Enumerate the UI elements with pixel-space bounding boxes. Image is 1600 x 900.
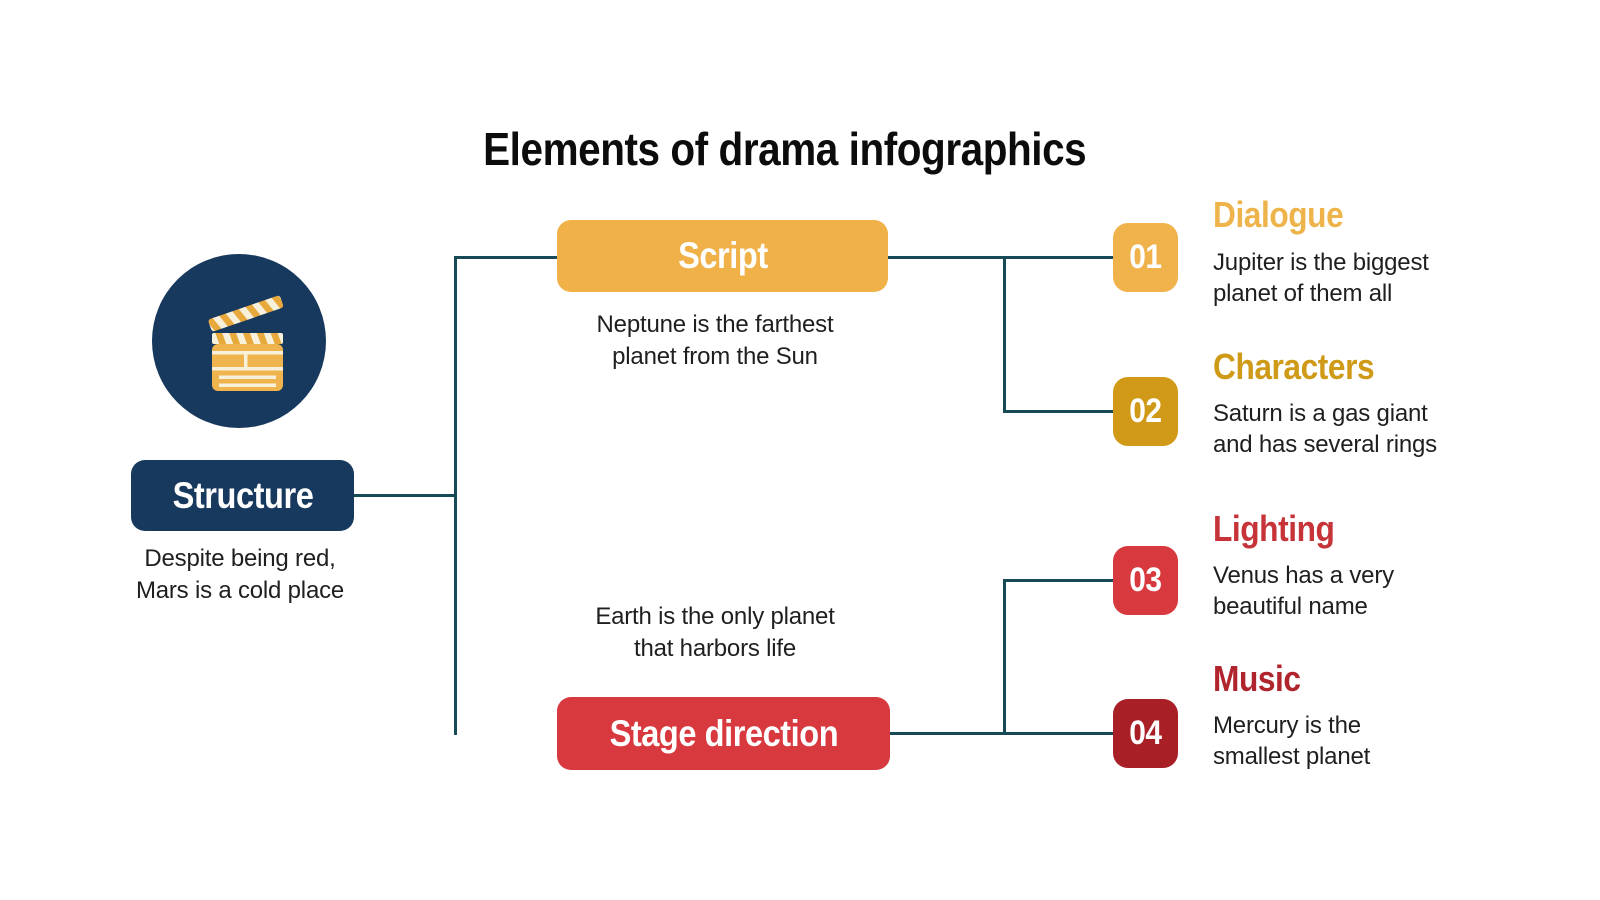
body-dialogue-line2: planet of them all xyxy=(1213,280,1393,307)
node-stage-direction: Stage direction xyxy=(557,697,890,770)
structure-description-line2: Mars is a cold place xyxy=(135,577,345,604)
heading-dialogue: Dialogue xyxy=(1213,193,1361,237)
stage-direction-description: Earth is the only planet that harbors li… xyxy=(545,601,885,665)
body-lighting-line2: beautiful name xyxy=(1213,593,1368,620)
body-characters-line2: and has several rings xyxy=(1213,431,1437,458)
body-lighting: Venus has a very beautiful name xyxy=(1213,560,1394,622)
body-dialogue: Jupiter is the biggest planet of them al… xyxy=(1213,247,1429,309)
body-music: Mercury is the smallest planet xyxy=(1213,710,1370,772)
node-structure-label: Structure xyxy=(172,474,313,516)
badge-03: 03 xyxy=(1113,546,1178,615)
page-title-text: Elements of drama infographics xyxy=(483,122,1087,175)
connector-top-branch-line xyxy=(1003,256,1006,413)
node-structure: Structure xyxy=(131,460,354,531)
body-music-line2: smallest planet xyxy=(1213,743,1371,770)
stage-direction-description-line2: that harbors life xyxy=(633,635,797,662)
badge-01-number: 01 xyxy=(1129,238,1162,276)
page-title: Elements of drama infographics xyxy=(0,121,1570,177)
connector-to-02-line xyxy=(1003,410,1118,413)
heading-characters: Characters xyxy=(1213,345,1396,389)
stage-direction-description-line1: Earth is the only planet xyxy=(595,603,835,630)
badge-01: 01 xyxy=(1113,223,1178,292)
script-description: Neptune is the farthest planet from the … xyxy=(545,309,885,373)
connector-to-03-line xyxy=(1003,579,1118,582)
body-lighting-line1: Venus has a very xyxy=(1213,562,1394,589)
heading-music: Music xyxy=(1213,657,1313,701)
heading-lighting: Lighting xyxy=(1213,507,1351,551)
heading-lighting-text: Lighting xyxy=(1213,508,1335,549)
connector-script-left-line xyxy=(454,256,560,259)
badge-02-number: 02 xyxy=(1129,392,1162,430)
heading-characters-text: Characters xyxy=(1213,346,1375,387)
body-characters-line1: Saturn is a gas giant xyxy=(1213,400,1428,427)
script-description-line1: Neptune is the farthest xyxy=(596,311,834,338)
node-script-label: Script xyxy=(677,235,768,276)
clapperboard-icon xyxy=(152,254,326,428)
badge-04-number: 04 xyxy=(1129,714,1162,752)
body-characters: Saturn is a gas giant and has several ri… xyxy=(1213,398,1437,460)
connector-bottom-branch-line xyxy=(1003,579,1006,735)
script-description-line2: planet from the Sun xyxy=(612,343,818,370)
node-script: Script xyxy=(557,220,888,292)
heading-music-text: Music xyxy=(1213,658,1301,699)
node-stage-direction-label: Stage direction xyxy=(609,712,838,754)
badge-02: 02 xyxy=(1113,377,1178,446)
body-dialogue-line1: Jupiter is the biggest xyxy=(1213,249,1429,276)
body-music-line1: Mercury is the xyxy=(1213,712,1361,739)
badge-04: 04 xyxy=(1113,699,1178,768)
heading-dialogue-text: Dialogue xyxy=(1213,194,1344,235)
connector-trunk-line xyxy=(454,256,457,735)
structure-description: Despite being red, Mars is a cold place xyxy=(100,543,380,607)
connector-structure-line xyxy=(352,494,456,497)
badge-03-number: 03 xyxy=(1129,561,1162,599)
connector-script-to-01-line xyxy=(887,256,1118,259)
structure-description-line1: Despite being red, xyxy=(144,545,336,572)
